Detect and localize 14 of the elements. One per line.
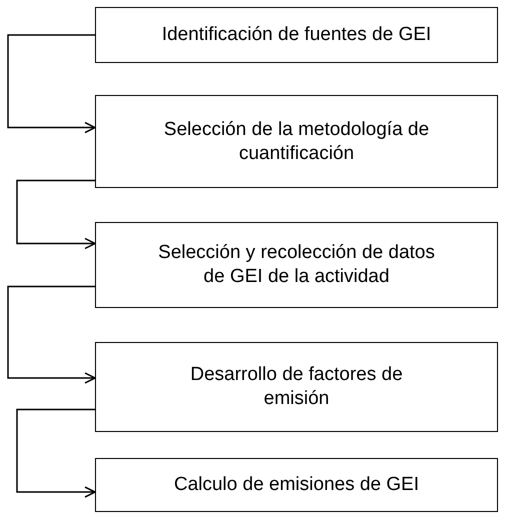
process-box bbox=[95, 342, 498, 432]
step-label: Selección y recolección de datos de GEI de la actividad bbox=[157, 241, 436, 289]
arrow bbox=[7, 34, 96, 134]
step-label: Desarrollo de factores de emisión bbox=[189, 363, 404, 411]
step-label: Identificación de fuentes de GEI bbox=[162, 23, 432, 47]
process-box bbox=[95, 7, 498, 63]
step-label: Calculo de emisiones de GEI bbox=[174, 473, 419, 497]
step-label: Selección de la metodología de cuantificación bbox=[162, 118, 430, 166]
process-box bbox=[95, 458, 498, 512]
arrow bbox=[16, 408, 96, 498]
arrow bbox=[7, 286, 96, 384]
arrow bbox=[16, 180, 96, 250]
process-box bbox=[95, 95, 498, 188]
process-box bbox=[95, 222, 498, 308]
